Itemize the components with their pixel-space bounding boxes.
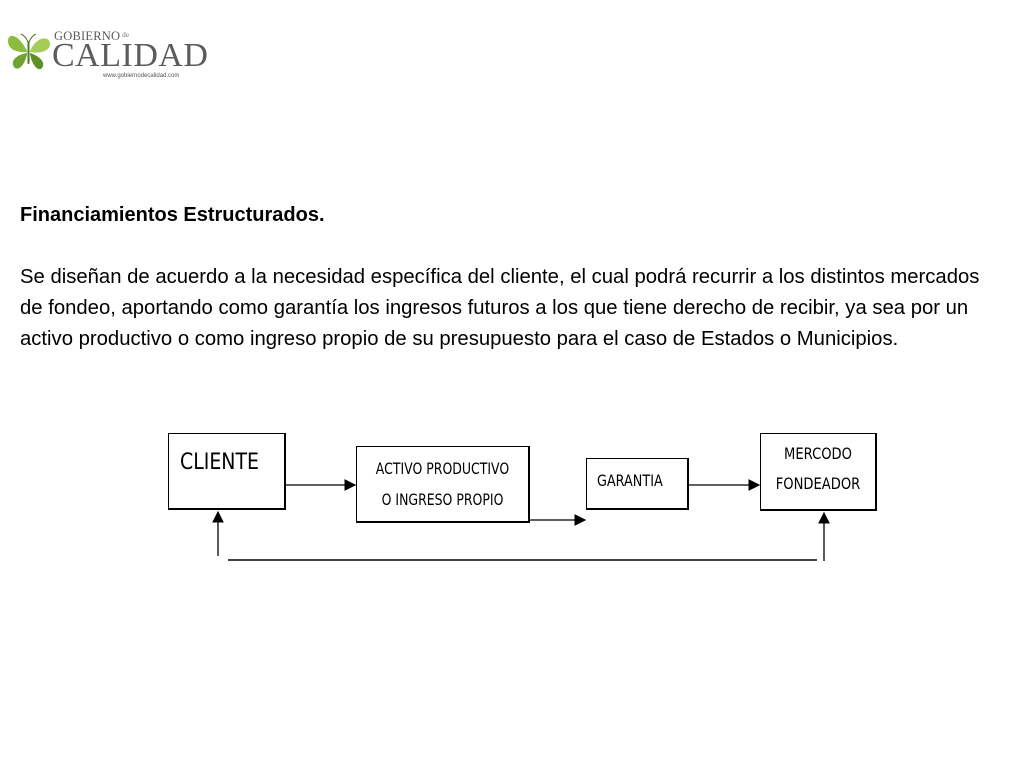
node-cliente: CLIENTE bbox=[168, 433, 286, 510]
butterfly-icon bbox=[8, 33, 51, 70]
logo-url: www.gobiernodecalidad.com bbox=[103, 73, 180, 79]
node-mercodo-line1: MERCODO bbox=[783, 444, 852, 463]
node-activo-line1: ACTIVO PRODUCTIVO bbox=[375, 459, 510, 478]
node-cliente-label: CLIENTE bbox=[180, 450, 259, 475]
node-activo-productivo: ACTIVO PRODUCTIVO O INGRESO PROPIO bbox=[356, 446, 530, 523]
node-garantia: GARANTIA bbox=[586, 458, 689, 510]
node-mercodo-line2: FONDEADOR bbox=[775, 474, 861, 493]
logo-de-text: de bbox=[122, 31, 130, 39]
slide-paragraph: Se diseñan de acuerdo a la necesidad esp… bbox=[20, 266, 980, 350]
node-garantia-label: GARANTIA bbox=[597, 471, 663, 490]
logo-main-text: CALIDAD bbox=[52, 37, 209, 74]
node-mercodo-fondeador: MERCODO FONDEADOR bbox=[760, 433, 877, 511]
node-activo-line2: O INGRESO PROPIO bbox=[381, 490, 504, 509]
slide-heading: Financiamientos Estructurados. bbox=[20, 204, 325, 226]
